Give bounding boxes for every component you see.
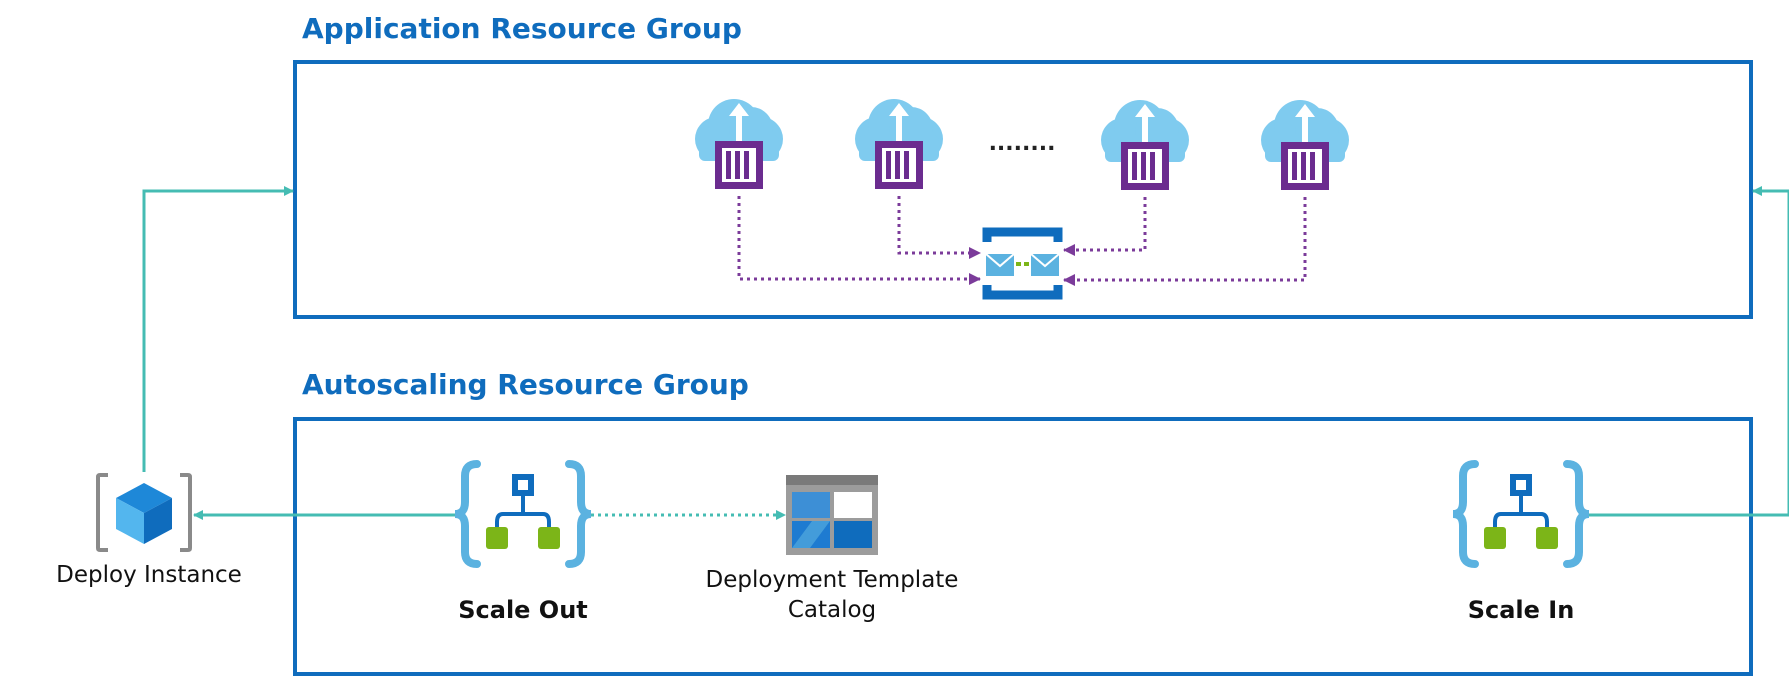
application-group-box — [293, 60, 1753, 319]
container-instance-3-icon — [1101, 100, 1189, 190]
template-catalog-label-line2: Catalog — [787, 597, 877, 623]
connector-deploy-to-application-group — [142, 186, 294, 472]
template-catalog-label-line1: Deployment Template — [705, 567, 959, 593]
autoscaling-group-title: Autoscaling Resource Group — [302, 368, 749, 401]
scale-in-label: Scale In — [1467, 596, 1575, 624]
connector-container4-queue — [1063, 197, 1307, 286]
scale-out-label: Scale Out — [458, 596, 588, 624]
container-instance-4-icon — [1261, 100, 1349, 190]
template-catalog-icon — [786, 475, 878, 555]
deploy-instance-icon — [96, 473, 192, 552]
scale-in-logic-app-icon — [1453, 464, 1589, 564]
containers-ellipsis: ........ — [989, 131, 1056, 156]
storage-queue-icon — [982, 227, 1063, 300]
connector-container2-queue — [897, 196, 981, 259]
autoscaling-group-box — [293, 417, 1753, 676]
connector-scalein-to-application-group — [1588, 186, 1789, 517]
application-group-title: Application Resource Group — [302, 12, 742, 45]
container-instance-1-icon — [695, 99, 783, 189]
connector-container1-queue — [737, 196, 981, 285]
container-instance-2-icon — [855, 99, 943, 189]
scale-out-logic-app-icon — [455, 464, 591, 564]
deploy-instance-label: Deploy Instance — [56, 562, 242, 588]
connector-container3-queue — [1063, 197, 1147, 256]
